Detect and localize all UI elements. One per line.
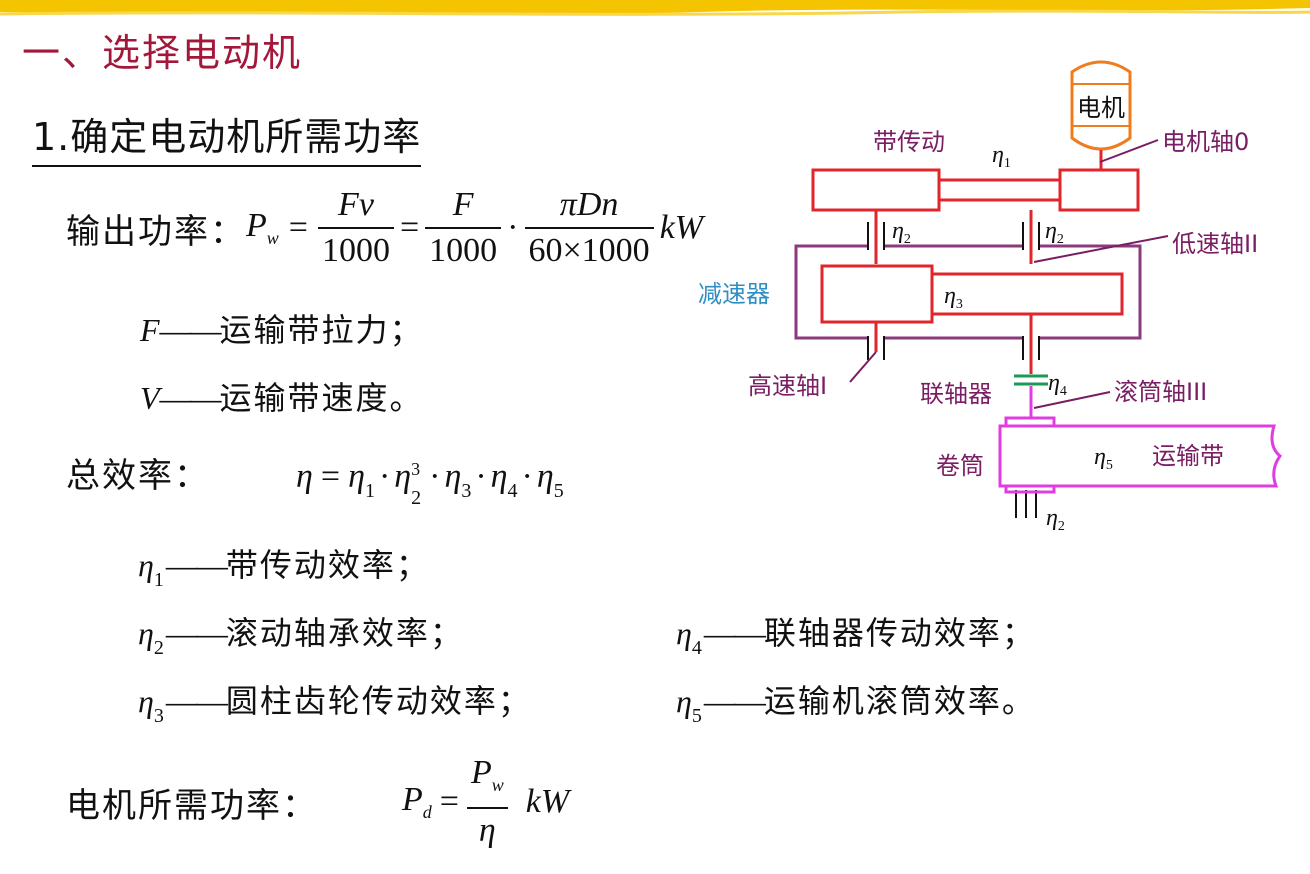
def-eta2: η2——滚动轴承效率；	[138, 614, 464, 659]
drum-shaft-label: 滚筒轴III	[1114, 378, 1207, 406]
transmission-diagram: 电机 电机轴0 带传动 η1 η2 η2 η3 减速器	[698, 60, 1283, 530]
unit-kw: kW	[525, 783, 570, 820]
def-eta3: η3——圆柱齿轮传动效率；	[138, 682, 532, 727]
motor-power-lhs: Pd	[402, 781, 432, 822]
motor-shaft-label: 电机轴0	[1162, 128, 1249, 156]
dot-operator: ·	[521, 458, 533, 495]
subsection-title: 1.确定电动机所需功率	[32, 106, 422, 167]
eta-2-label: η2	[1046, 505, 1065, 530]
motor-label: 电机	[1077, 94, 1125, 122]
dot-operator: ·	[507, 209, 519, 246]
eq-sign: =	[399, 209, 420, 246]
drum-label: 卷筒	[936, 452, 984, 480]
drum-and-belt	[998, 416, 1283, 494]
def-f: F——运输带拉力；	[140, 311, 424, 349]
gear-pair	[820, 264, 1124, 324]
def-eta1: η1——带传动效率；	[138, 546, 430, 591]
section-title: 一、选择电动机	[22, 31, 303, 75]
eq-sign: =	[288, 209, 308, 246]
top-highlight-band	[0, 0, 1310, 16]
def-eta4: η4——联轴器传动效率；	[676, 614, 1036, 659]
dot-operator: ·	[429, 458, 441, 495]
eta-4-label: η4	[1048, 370, 1067, 399]
unit-kw: kW	[659, 209, 704, 246]
eta-5-label: η5	[1094, 444, 1113, 473]
dot-operator: ·	[475, 458, 487, 495]
eq-sign: =	[439, 783, 459, 820]
eta-3: η3	[444, 458, 472, 502]
output-power-label: 输出功率：	[66, 211, 246, 252]
output-power-lhs: Pw	[246, 207, 279, 248]
eta-1: η1	[348, 458, 375, 502]
motor-icon	[1070, 60, 1132, 151]
dot-operator: ·	[378, 458, 391, 495]
motor-power-label: 电机所需功率：	[66, 785, 318, 826]
conveyor-belt-label: 运输带	[1152, 442, 1224, 470]
eta-2-label: η2	[1045, 218, 1064, 247]
total-efficiency-label: 总效率：	[66, 456, 210, 496]
coupling-label: 联轴器	[920, 380, 992, 408]
eta-5: η5	[536, 458, 564, 502]
coupling	[1014, 374, 1048, 386]
def-eta5: η5——运输机滚筒效率。	[676, 682, 1036, 727]
belt-drive-label: 带传动	[873, 128, 945, 156]
eta-1-label: η1	[992, 142, 1011, 171]
belt-drive	[811, 168, 1140, 212]
low-speed-shaft-label: 低速轴II	[1172, 230, 1258, 258]
eta-symbol: η	[296, 458, 313, 495]
eq-sign: =	[320, 458, 341, 495]
eta-4: η4	[490, 458, 518, 502]
high-speed-shaft-label: 高速轴I	[748, 372, 827, 400]
reducer-label: 减速器	[698, 280, 770, 308]
eta-2-label: η2	[892, 218, 911, 247]
eta-3-label: η3	[944, 283, 963, 312]
def-v: V——运输带速度。	[140, 379, 424, 417]
